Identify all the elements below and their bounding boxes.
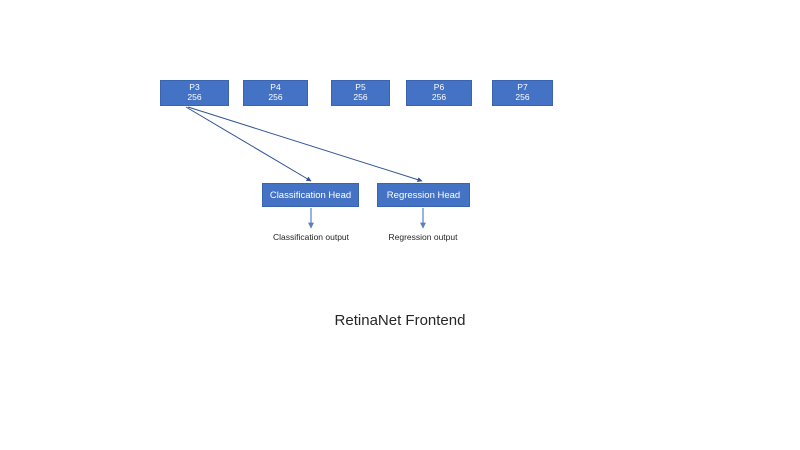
- fpn-level-p4-channels: 256: [268, 92, 283, 102]
- fpn-level-p3-channels: 256: [187, 92, 202, 102]
- fpn-level-p6-channels: 256: [431, 92, 447, 102]
- regression-head-box: Regression Head: [377, 183, 470, 207]
- fpn-level-p7-name: P7: [517, 82, 528, 93]
- fpn-level-p5-channels: 256: [353, 92, 368, 102]
- fpn-level-p4: P4 256: [243, 80, 308, 106]
- classification-output-label: Classification output: [272, 232, 350, 242]
- fpn-level-p4-name: P4: [270, 82, 281, 93]
- regression-head-label: Regression Head: [386, 189, 461, 201]
- fpn-level-p6-name: P6: [433, 82, 445, 93]
- fpn-level-p6: P6 256: [406, 80, 472, 106]
- classification-head-box: Classification Head: [262, 183, 359, 207]
- regression-output-label: Regression output: [388, 232, 458, 242]
- fpn-level-p3: P3 256: [160, 80, 229, 106]
- fpn-level-p3-name: P3: [189, 82, 200, 93]
- classification-head-label: Classification Head: [269, 189, 352, 201]
- fpn-level-p5: P5 256: [331, 80, 390, 106]
- connector-p3-to-regression-head: [187, 106, 423, 183]
- fpn-level-p5-name: P5: [355, 82, 366, 93]
- fpn-level-p7-channels: 256: [515, 92, 530, 102]
- fpn-level-p7: P7 256: [492, 80, 553, 106]
- diagram-title: RetinaNet Frontend: [334, 312, 466, 329]
- connector-p3-to-classification-head: [185, 106, 312, 182]
